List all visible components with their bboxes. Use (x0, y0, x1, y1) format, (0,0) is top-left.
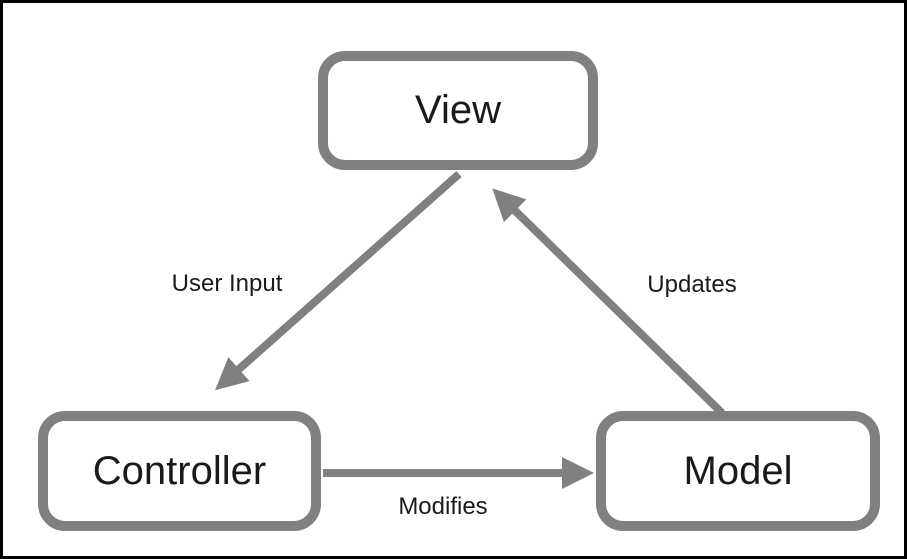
edges-layer (215, 171, 725, 489)
edge-model-to-view (492, 188, 725, 416)
edge-label-modifies: Modifies (398, 493, 488, 520)
node-controller: Controller (38, 411, 321, 531)
node-view: View (318, 51, 598, 170)
edge-view-to-controller (215, 171, 462, 391)
edge-label-user-input: User Input (171, 270, 283, 297)
edge-label-updates: Updates (647, 271, 737, 298)
node-model: Model (596, 411, 880, 531)
node-model-label: Model (683, 448, 793, 493)
node-controller-label: Controller (92, 448, 267, 493)
node-view-label: View (415, 88, 501, 132)
